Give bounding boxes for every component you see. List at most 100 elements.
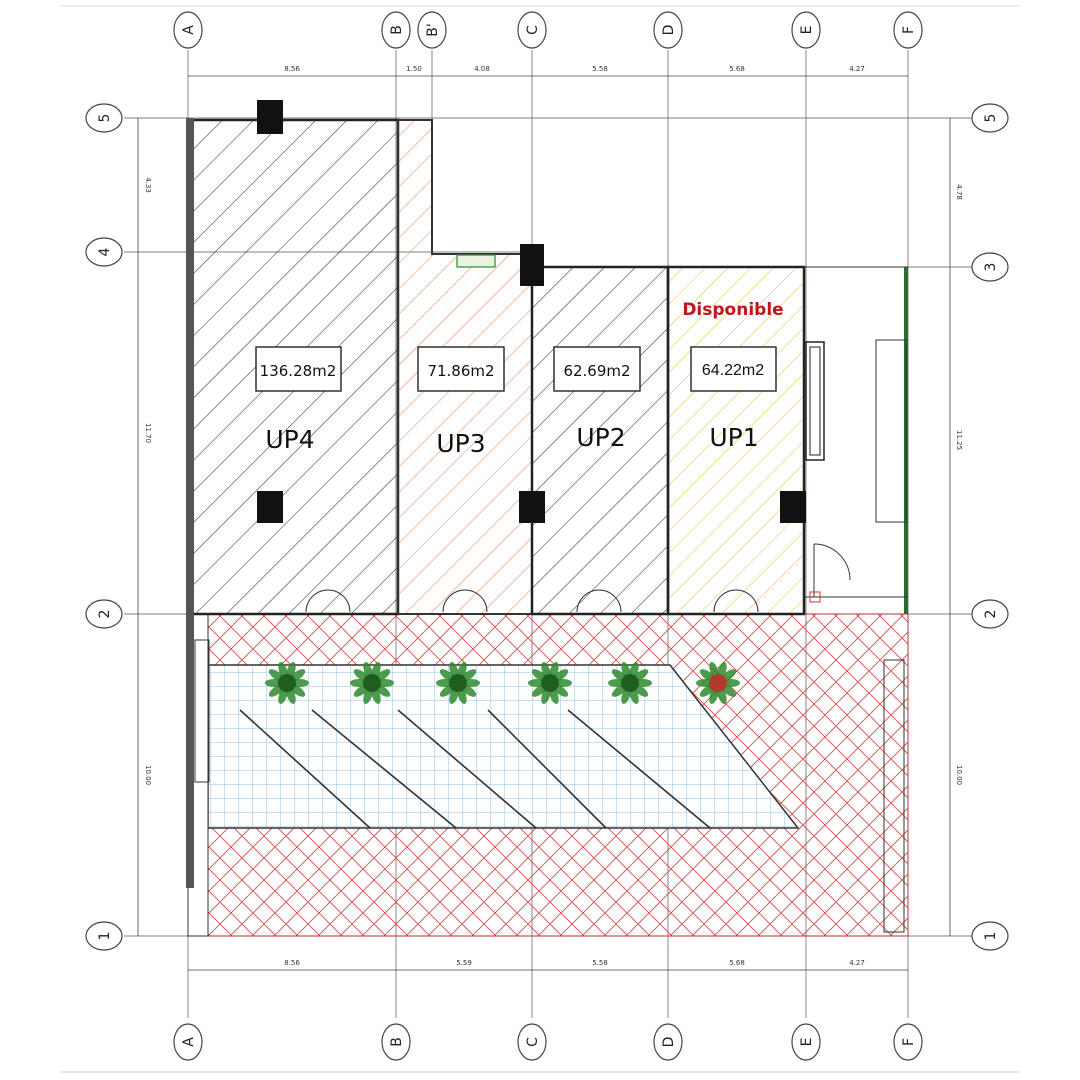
area-up2: 62.69m2 <box>563 362 630 380</box>
axis-top-c: C <box>525 25 541 35</box>
axis-bottom-c: C <box>525 1037 541 1047</box>
dimension-lines <box>137 75 951 971</box>
area-up3: 71.86m2 <box>427 362 494 380</box>
dim-bottom-4: 5.68 <box>729 959 745 967</box>
unit-up1[interactable] <box>666 265 806 616</box>
axis-bubble-top-e <box>791 11 821 49</box>
tree-icon <box>265 661 309 705</box>
trees <box>265 661 740 705</box>
availability-label-up1: Disponible <box>682 300 783 320</box>
axis-left-2: 2 <box>97 610 113 619</box>
dimension-labels-bottom: 8.56 5.59 5.58 5.68 4.27 <box>284 959 865 967</box>
axis-bubble-top-f <box>893 11 923 49</box>
axis-bubble-top-a <box>173 11 203 49</box>
dim-top-2: 1.50 <box>406 65 422 73</box>
tree-icon <box>436 661 480 705</box>
dim-left-2: 11.70 <box>144 423 152 443</box>
tree-icon <box>528 661 572 705</box>
axis-bubble-bottom-a <box>173 1023 203 1061</box>
axis-bottom-d: D <box>661 1037 677 1048</box>
dim-top-1: 8.56 <box>284 65 300 73</box>
axis-bubble-right-1 <box>971 921 1009 951</box>
unit-name-up4: UP4 <box>265 425 314 454</box>
unit-labels: 136.28m2 UP4 71.86m2 UP3 62.69m2 UP2 Dis… <box>255 300 784 458</box>
axis-bubble-left-4 <box>85 237 123 267</box>
axis-bottom-f: F <box>901 1038 917 1046</box>
axis-bubble-left-2 <box>85 599 123 629</box>
axis-bubble-top-d <box>653 11 683 49</box>
axis-top-d: D <box>661 25 677 36</box>
axis-bubble-left-5 <box>85 103 123 133</box>
axis-left-5: 5 <box>97 114 113 123</box>
axis-top-b-prime: B' <box>425 23 441 36</box>
dim-top-6: 4.27 <box>849 65 865 73</box>
dim-right-2: 11.25 <box>955 430 963 450</box>
dim-bottom-5: 4.27 <box>849 959 865 967</box>
area-up1: 64.22m2 <box>702 362 764 379</box>
axis-top-a: A <box>181 25 197 35</box>
axis-bottom-a: A <box>181 1037 197 1047</box>
axis-top-f: F <box>901 26 917 34</box>
axis-bubble-right-5 <box>971 103 1009 133</box>
doors <box>305 543 851 613</box>
area-up4: 136.28m2 <box>260 362 337 380</box>
axis-bubble-bottom-c <box>517 1023 547 1061</box>
dim-top-4: 5.58 <box>592 65 608 73</box>
axis-labels-bottom: A B C D E F <box>181 1037 917 1048</box>
axis-bubble-left-1 <box>85 921 123 951</box>
axis-bubbles-bottom <box>173 1023 923 1061</box>
axis-labels-right: 5 3 2 1 <box>983 114 999 941</box>
axis-bubble-right-2 <box>971 599 1009 629</box>
axis-bubble-bottom-b <box>381 1023 411 1061</box>
axis-top-b: B <box>389 25 405 35</box>
axis-bubbles-left <box>85 103 123 951</box>
axis-left-4: 4 <box>97 247 113 256</box>
courtyard <box>187 613 909 937</box>
axis-bubble-top-b <box>381 11 411 49</box>
axis-right-2: 2 <box>983 610 999 619</box>
area-box-up2 <box>553 346 641 392</box>
dimension-labels-right: 4.78 11.25 10.00 <box>955 184 963 785</box>
axis-right-5: 5 <box>983 114 999 123</box>
area-box-up3 <box>417 346 505 392</box>
unit-name-up1: UP1 <box>709 423 758 452</box>
axis-bottom-b: B <box>389 1037 405 1047</box>
dim-right-3: 10.00 <box>955 765 963 785</box>
axis-left-1: 1 <box>97 932 113 941</box>
dim-top-5: 5.68 <box>729 65 745 73</box>
dim-right-1: 4.78 <box>955 184 963 200</box>
dim-left-3: 10.00 <box>144 765 152 785</box>
dim-bottom-2: 5.59 <box>456 959 472 967</box>
axis-bubbles-top <box>173 11 923 49</box>
area-box-up4 <box>255 346 342 392</box>
dim-left-1: 4.33 <box>144 177 152 193</box>
axis-bubble-bottom-f <box>893 1023 923 1061</box>
dim-bottom-1: 8.56 <box>284 959 300 967</box>
tree-icon <box>608 661 652 705</box>
parking-stripes <box>239 709 711 829</box>
unit-name-up2: UP2 <box>576 423 625 452</box>
walls <box>186 118 908 888</box>
dimension-labels-top: 8.56 1.50 4.08 5.58 5.68 4.27 <box>284 65 865 73</box>
axis-bubbles-right <box>971 103 1009 951</box>
axis-bubble-top-c <box>517 11 547 49</box>
axis-bubble-bottom-e <box>791 1023 821 1061</box>
area-box-up1 <box>690 346 777 392</box>
axis-labels-left: 5 4 2 1 <box>97 114 113 941</box>
dimension-labels-left: 4.33 11.70 10.00 <box>144 177 152 785</box>
unit-up2[interactable] <box>530 265 670 616</box>
axis-right-1: 1 <box>983 932 999 941</box>
dim-bottom-3: 5.58 <box>592 959 608 967</box>
axis-right-3: 3 <box>983 263 999 272</box>
axis-top-e: E <box>799 26 815 35</box>
unit-name-up3: UP3 <box>436 429 485 458</box>
tree-icon <box>350 661 394 705</box>
axis-bottom-e: E <box>799 1038 815 1047</box>
axis-bubble-right-3 <box>971 252 1009 282</box>
dim-top-3: 4.08 <box>474 65 490 73</box>
axis-bubble-bottom-d <box>653 1023 683 1061</box>
tree-icon <box>696 661 740 705</box>
axis-labels-top: A B B' C D E F <box>181 23 917 36</box>
axis-bubble-top-b-prime <box>417 11 447 49</box>
